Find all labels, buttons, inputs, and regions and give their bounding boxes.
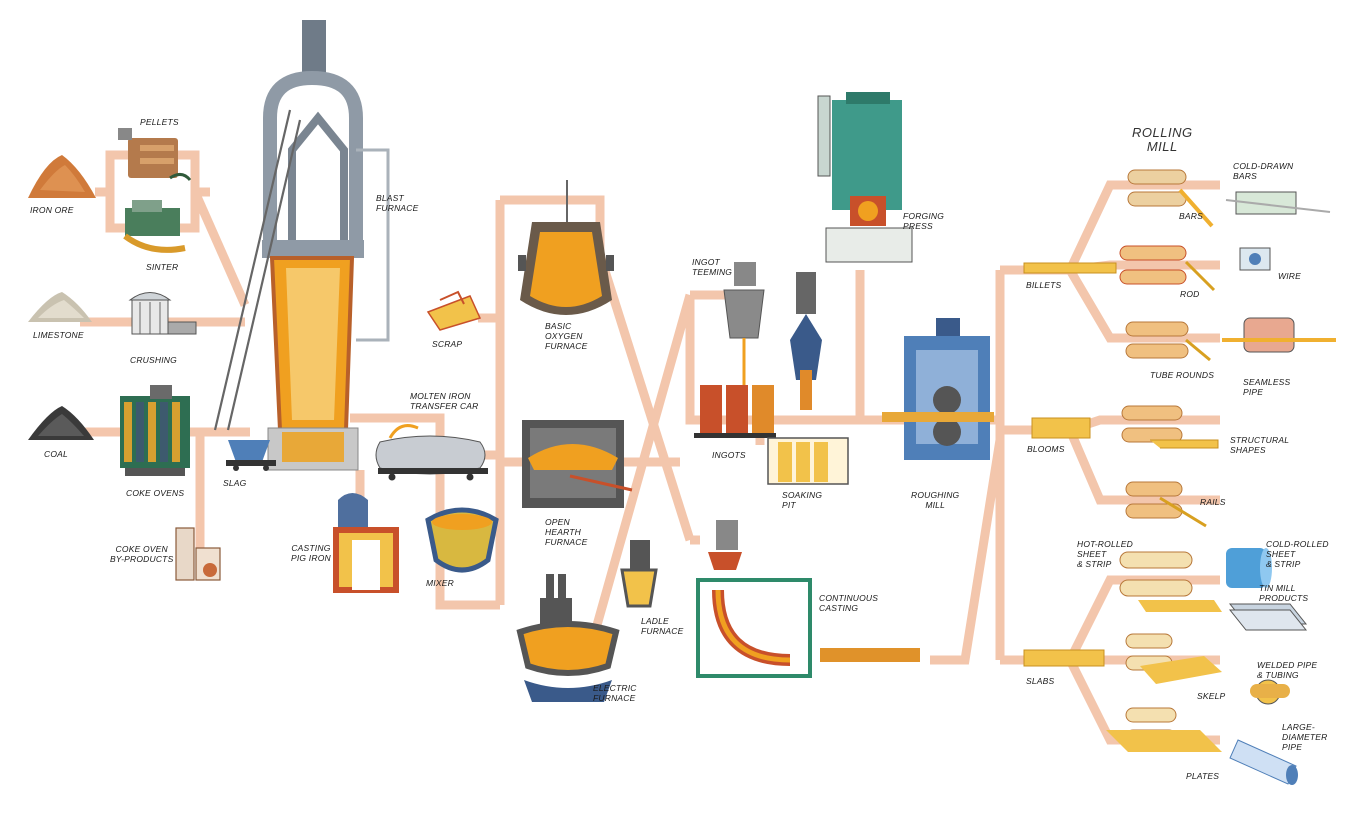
sinter-label: SINTER xyxy=(146,262,179,272)
pellets-machine-icon xyxy=(118,128,192,182)
welded-pipe-icon xyxy=(1250,679,1290,705)
slabs-label: SLABS xyxy=(1026,676,1055,686)
large-diameter-pipe-icon xyxy=(1229,739,1298,785)
billet-bar-icon xyxy=(1023,262,1117,274)
slag-label: SLAG xyxy=(223,478,247,488)
electric-furnace-icon xyxy=(516,574,620,702)
soaking-pit-icon xyxy=(767,437,849,485)
iron-ore-pile-icon xyxy=(28,155,96,198)
bloom-block-icon xyxy=(1031,417,1091,439)
electric-furnace-label: ELECTRIC FURNACE xyxy=(593,683,637,703)
cold-rolled-coil-icon xyxy=(1226,548,1272,588)
soaking-pit-label: SOAKING PIT xyxy=(782,490,823,510)
coal-label: COAL xyxy=(44,449,68,459)
hot-rolled-sheet-strip-label: HOT-ROLLED SHEET & STRIP xyxy=(1077,539,1134,569)
billets-label: BILLETS xyxy=(1026,280,1062,290)
large-diameter-pipe-label: LARGE- DIAMETER PIPE xyxy=(1282,722,1328,752)
limestone-pile-icon xyxy=(28,292,92,322)
roughing-mill-icon xyxy=(882,318,994,460)
wire-coil-icon xyxy=(1239,247,1271,271)
skelp-mill-icon xyxy=(1125,633,1222,684)
forging-press-icon xyxy=(817,92,913,263)
coal-pile-icon xyxy=(28,406,94,440)
forging-press-label: FORGING PRESS xyxy=(903,211,945,231)
hot-rolled-mill-icon xyxy=(1119,551,1222,612)
scrap-pile-icon xyxy=(426,290,482,331)
scrap-label: SCRAP xyxy=(432,339,463,349)
iron-ore-label: IRON ORE xyxy=(30,205,74,215)
casting-pig-iron-label: CASTING PIG IRON xyxy=(291,543,331,563)
ingots-label: INGOTS xyxy=(712,450,746,460)
bars-label: BARS xyxy=(1179,211,1203,221)
structural-shapes-label: STRUCTURAL SHAPES xyxy=(1230,435,1290,455)
continuous-casting-icon xyxy=(696,520,920,678)
rod-label: ROD xyxy=(1180,289,1200,299)
slag-car-icon xyxy=(226,440,276,471)
ingot-teeming-icon xyxy=(723,262,765,385)
tin-mill-products-label: TIN MILL PRODUCTS xyxy=(1259,583,1309,603)
blooms-label: BLOOMS xyxy=(1027,444,1065,454)
cold-drawn-bars-icon xyxy=(1225,191,1331,215)
coke-oven-by-products-label: COKE OVEN BY-PRODUCTS xyxy=(110,544,174,564)
continuous-casting-label: CONTINUOUS CASTING xyxy=(819,593,879,613)
seamless-pipe-label: SEAMLESS PIPE xyxy=(1243,377,1291,397)
rails-label: RAILS xyxy=(1200,497,1226,507)
plates-label: PLATES xyxy=(1186,771,1220,781)
blast-furnace-label: BLAST FURNACE xyxy=(376,193,419,213)
coke-oven-by-products-icon xyxy=(175,527,221,581)
ingot-teeming-label: INGOT TEEMING xyxy=(692,257,733,277)
ingot-tongs-crane-icon xyxy=(790,272,822,410)
cold-rolled-sheet-strip-label: COLD-ROLLED SHEET & STRIP xyxy=(1266,539,1329,569)
sinter-machine-icon xyxy=(123,200,186,253)
crushing-machine-icon xyxy=(128,292,197,335)
ingots-icon xyxy=(694,385,776,438)
basic-oxygen-furnace-icon xyxy=(518,180,614,315)
open-hearth-furnace-label: OPEN HEARTH FURNACE xyxy=(545,517,588,547)
ladle-furnace-icon xyxy=(620,540,658,608)
open-hearth-furnace-icon xyxy=(522,420,633,508)
mill-rolls-structural-icon xyxy=(1121,405,1219,449)
slab-icon xyxy=(1023,649,1105,667)
wire-label: WIRE xyxy=(1278,271,1301,281)
mixer-icon xyxy=(425,507,499,573)
mill-rolls-bars-icon xyxy=(1127,169,1214,228)
ladle-furnace-label: LADLE FURNACE xyxy=(641,616,684,636)
roughing-mill-label: ROUGHING MILL xyxy=(911,490,960,510)
limestone-label: LIMESTONE xyxy=(33,330,84,340)
tube-rounds-label: TUBE ROUNDS xyxy=(1150,370,1215,380)
crushing-label: CRUSHING xyxy=(130,355,177,365)
cold-drawn-bars-label: COLD-DRAWN BARS xyxy=(1233,161,1294,181)
rolling-mill-title: ROLLING MILL xyxy=(1132,125,1193,154)
coke-ovens-label: COKE OVENS xyxy=(126,488,185,498)
molten-iron-transfer-car-label: MOLTEN IRON TRANSFER CAR xyxy=(410,391,479,411)
tin-mill-sheets-icon xyxy=(1228,603,1308,631)
coke-ovens-icon xyxy=(120,385,190,476)
mill-rolls-rod-icon xyxy=(1119,245,1216,292)
molten-iron-transfer-car-icon xyxy=(375,424,488,481)
seamless-pipe-icon xyxy=(1222,317,1336,353)
mill-rolls-rails-icon xyxy=(1125,481,1207,528)
mill-rolls-tube-rounds-icon xyxy=(1125,321,1211,362)
casting-pig-iron-icon xyxy=(333,493,399,593)
plates-mill-icon xyxy=(1106,707,1222,752)
mixer-label: MIXER xyxy=(426,578,454,588)
welded-pipe-tubing-label: WELDED PIPE & TUBING xyxy=(1257,660,1318,680)
skelp-label: SKELP xyxy=(1197,691,1226,701)
basic-oxygen-furnace-label: BASIC OXYGEN FURNACE xyxy=(545,321,588,351)
pellets-label: PELLETS xyxy=(140,117,179,127)
blast-furnace-icon xyxy=(213,20,390,471)
